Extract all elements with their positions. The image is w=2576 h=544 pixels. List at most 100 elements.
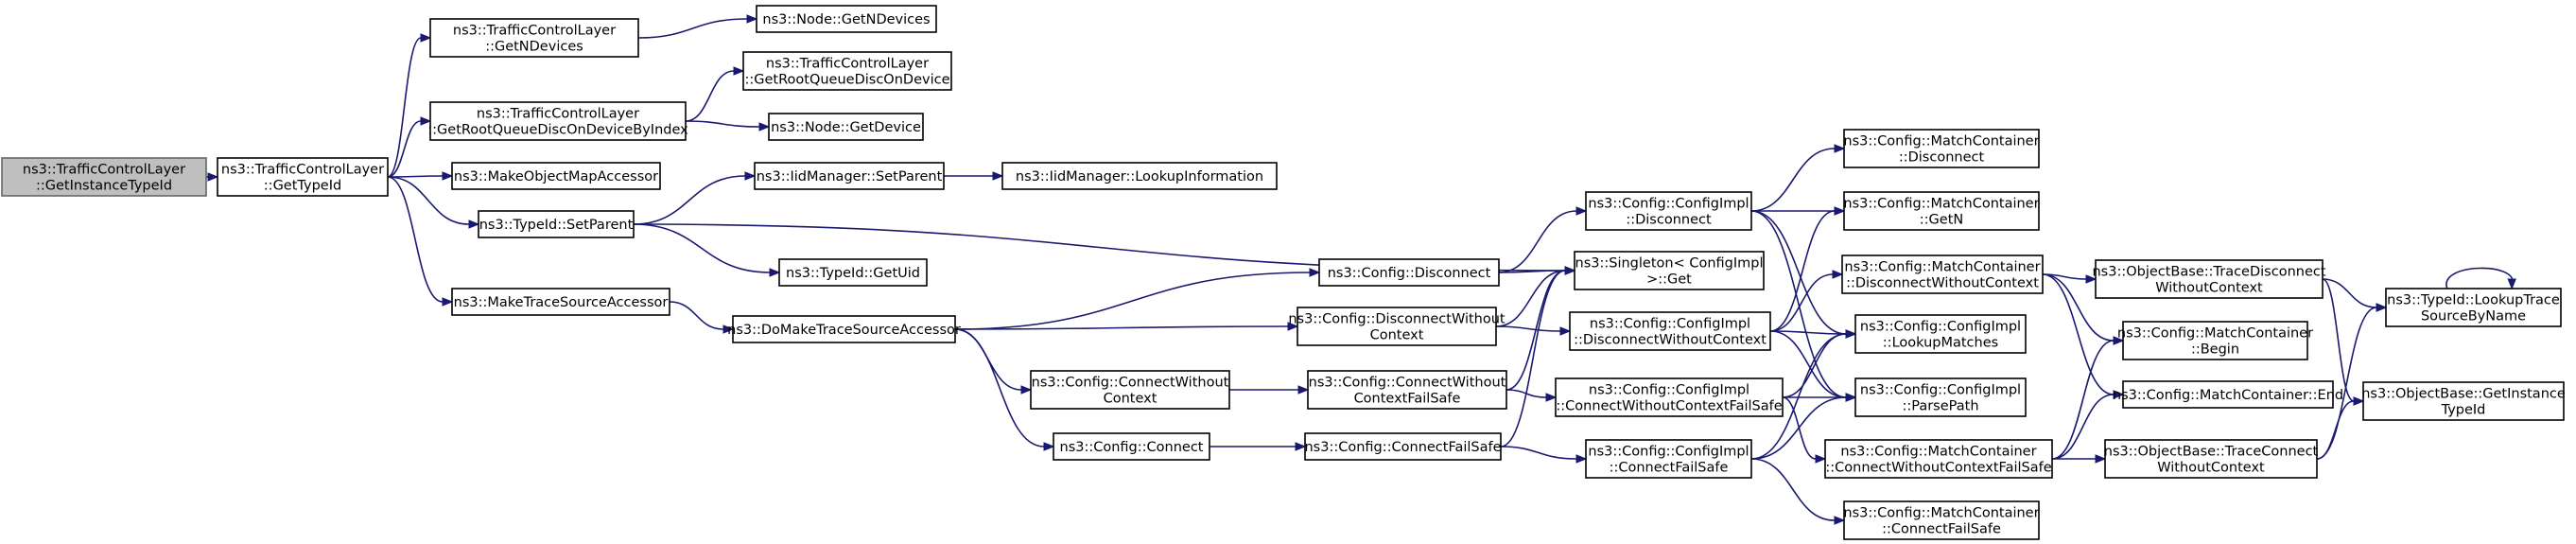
- node-label: ::GetRootQueueDiscOnDeviceByIndex: [427, 123, 688, 138]
- node-label: ContextFailSafe: [1354, 392, 1461, 407]
- edge-line: [2051, 340, 2115, 460]
- node-box: [1824, 439, 2053, 479]
- node-getrootbyindex[interactable]: ns3::TrafficControlLayer::GetRootQueueDi…: [427, 101, 688, 141]
- node-label: ns3::MakeTraceSourceAccessor: [454, 295, 669, 310]
- node-impl-discwc[interactable]: ns3::Config::ConfigImpl::DisconnectWitho…: [1569, 311, 1771, 351]
- call-edge-getndev_tcl-to-node_getndev: [637, 14, 758, 39]
- node-label: ns3::Config::ConfigImpl: [1588, 445, 1749, 460]
- node-mkmap[interactable]: ns3::MakeObjectMapAccessor: [451, 162, 661, 190]
- node-gettypeid[interactable]: ns3::TrafficControlLayer::GetTypeId: [217, 157, 389, 197]
- node-label: Context: [1104, 392, 1157, 407]
- node-singleton[interactable]: ns3::Singleton< ConfigImpl >::Get: [1574, 251, 1765, 290]
- node-getndev-tcl[interactable]: ns3::TrafficControlLayer::GetNDevices: [429, 18, 639, 58]
- edge-arrowhead: [1559, 326, 1572, 336]
- edge-line: [1498, 270, 1566, 273]
- node-label: ns3::DoMakeTraceSourceAccessor: [727, 323, 961, 338]
- node-box: [1843, 129, 2040, 168]
- node-label: ns3::TrafficControlLayer: [23, 163, 185, 178]
- node-ob-tracedisc[interactable]: ns3::ObjectBase::TraceDisconnectWithoutC…: [2092, 259, 2326, 299]
- node-label: ns3::Config::DisconnectWithout: [1288, 312, 1506, 327]
- node-label: ns3::Singleton< ConfigImpl: [1575, 256, 1764, 272]
- node-label: SourceByName: [2421, 309, 2526, 325]
- node-label: ::GetRootQueueDiscOnDevice: [744, 73, 949, 88]
- edge-arrowhead: [1309, 268, 1321, 277]
- node-label: ns3::TypeId::SetParent: [479, 218, 634, 233]
- edge-line: [1500, 446, 1577, 460]
- call-edge-setparent-to-iid_setparent: [633, 171, 757, 225]
- node-impl-connfs[interactable]: ns3::Config::ConfigImpl::ConnectFailSafe: [1585, 439, 1752, 479]
- node-label: ns3::TrafficControlLayer: [766, 57, 929, 72]
- node-root[interactable]: ns3::TrafficControlLayer::GetInstanceTyp…: [1, 157, 207, 197]
- node-mc-getn[interactable]: ns3::Config::MatchContainer::GetN: [1843, 191, 2040, 231]
- call-edge-iid_setparent-to-iid_lookupinfo: [944, 171, 1004, 181]
- node-mc-discwc[interactable]: ns3::Config::MatchContainer::DisconnectW…: [1841, 254, 2044, 294]
- edge-line: [1750, 396, 1847, 460]
- edge-line: [1769, 330, 1847, 335]
- edge-line: [2445, 267, 2514, 290]
- edge-arrowhead: [1297, 385, 1310, 395]
- edge-arrowhead: [1043, 442, 1055, 451]
- edge-line: [1769, 210, 1836, 332]
- node-iid-setparent[interactable]: ns3::IidManager::SetParent: [754, 162, 945, 190]
- node-impl-connwcfs[interactable]: ns3::Config::ConfigImpl::ConnectWithoutC…: [1555, 377, 1784, 417]
- edge-arrowhead: [1834, 144, 1846, 153]
- edge-arrowhead: [992, 171, 1004, 181]
- node-box: [1841, 254, 2044, 294]
- edge-line: [954, 325, 1289, 330]
- node-domktrace[interactable]: ns3::DoMakeTraceSourceAccessor: [727, 315, 961, 343]
- node-mc-connfs[interactable]: ns3::Config::MatchContainer::ConnectFail…: [1843, 500, 2040, 540]
- edge-line: [1769, 330, 1847, 398]
- node-mktrace[interactable]: ns3::MakeTraceSourceAccessor: [451, 288, 670, 316]
- node-label: ns3::Config::MatchContainer: [1844, 260, 2040, 275]
- node-label: ns3::TypeId::LookupTrace: [2387, 293, 2560, 308]
- node-mc-begin[interactable]: ns3::Config::MatchContainer::Begin: [2117, 321, 2313, 360]
- node-cfg-connwc[interactable]: ns3::Config::ConnectWithoutContext: [1030, 370, 1230, 410]
- node-box: [2362, 381, 2565, 421]
- edge-line: [633, 175, 746, 225]
- node-mc-connwcfs[interactable]: ns3::Config::MatchContainer::ConnectWith…: [1824, 439, 2053, 479]
- node-cfg-discwc[interactable]: ns3::Config::DisconnectWithoutContext: [1288, 307, 1506, 346]
- node-label: TypeId: [2441, 403, 2486, 418]
- call-edge-cfg_discwc-to-singleton: [1495, 266, 1576, 327]
- node-mc-disconnect[interactable]: ns3::Config::MatchContainer::Disconnect: [1843, 129, 2040, 168]
- edge-arrowhead: [1575, 454, 1588, 464]
- node-label: ::Disconnect: [1626, 213, 1712, 228]
- node-box: [1574, 251, 1765, 290]
- node-impl-disconnect[interactable]: ns3::Config::ConfigImpl::Disconnect: [1585, 191, 1752, 231]
- node-label: ns3::Config::ConfigImpl: [1860, 320, 2021, 335]
- node-label: ns3::Config::MatchContainer: [2117, 326, 2313, 342]
- node-node-getdev[interactable]: ns3::Node::GetDevice: [768, 113, 924, 141]
- node-label: WithoutContext: [2157, 461, 2265, 476]
- node-node-getndev[interactable]: ns3::Node::GetNDevices: [756, 5, 937, 33]
- node-impl-lookup[interactable]: ns3::Config::ConfigImpl::LookupMatches: [1854, 314, 2027, 354]
- edge-line: [1769, 273, 1834, 332]
- node-mc-end[interactable]: ns3::Config::MatchContainer::End: [2113, 380, 2343, 409]
- edge-arrowhead: [1832, 270, 1844, 279]
- node-iid-lookupinfo[interactable]: ns3::IidManager::LookupInformation: [1001, 162, 1278, 190]
- edge-arrowhead: [442, 171, 454, 181]
- node-box: [742, 51, 952, 91]
- node-getuid[interactable]: ns3::TypeId::GetUid: [778, 258, 928, 287]
- edge-arrowhead: [2113, 336, 2125, 345]
- node-cfg-connwcfs[interactable]: ns3::Config::ConnectWithoutContextFailSa…: [1307, 370, 1507, 410]
- node-label: ::DisconnectWithoutContext: [1574, 333, 1767, 348]
- node-box: [1030, 370, 1230, 410]
- node-cfg-connect[interactable]: ns3::Config::Connect: [1053, 432, 1210, 461]
- node-ob-getinst[interactable]: ns3::ObjectBase::GetInstanceTypeId: [2361, 381, 2566, 421]
- call-edge-impl_connwcfs-to-impl_lookup: [1782, 329, 1857, 398]
- node-label: ns3::MakeObjectMapAccessor: [454, 169, 658, 184]
- node-impl-parse[interactable]: ns3::Config::ConfigImpl::ParsePath: [1854, 377, 2027, 417]
- edge-arrowhead: [1295, 442, 1307, 451]
- node-cfg-connfs[interactable]: ns3::Config::ConnectFailSafe: [1304, 432, 1502, 461]
- node-label: WithoutContext: [2155, 281, 2263, 296]
- node-cfg-disconnect[interactable]: ns3::Config::Disconnect: [1318, 258, 1500, 287]
- node-label: ns3::Config::ConfigImpl: [1588, 197, 1749, 212]
- node-setparent[interactable]: ns3::TypeId::SetParent: [478, 210, 635, 238]
- node-ob-traceconn[interactable]: ns3::ObjectBase::TraceConnectWithoutCont…: [2104, 439, 2319, 479]
- edge-line: [685, 120, 760, 128]
- node-getrootondev[interactable]: ns3::TrafficControlLayer::GetRootQueueDi…: [742, 51, 952, 91]
- node-box: [1854, 377, 2027, 417]
- node-box: [1307, 370, 1507, 410]
- node-box: [217, 157, 389, 197]
